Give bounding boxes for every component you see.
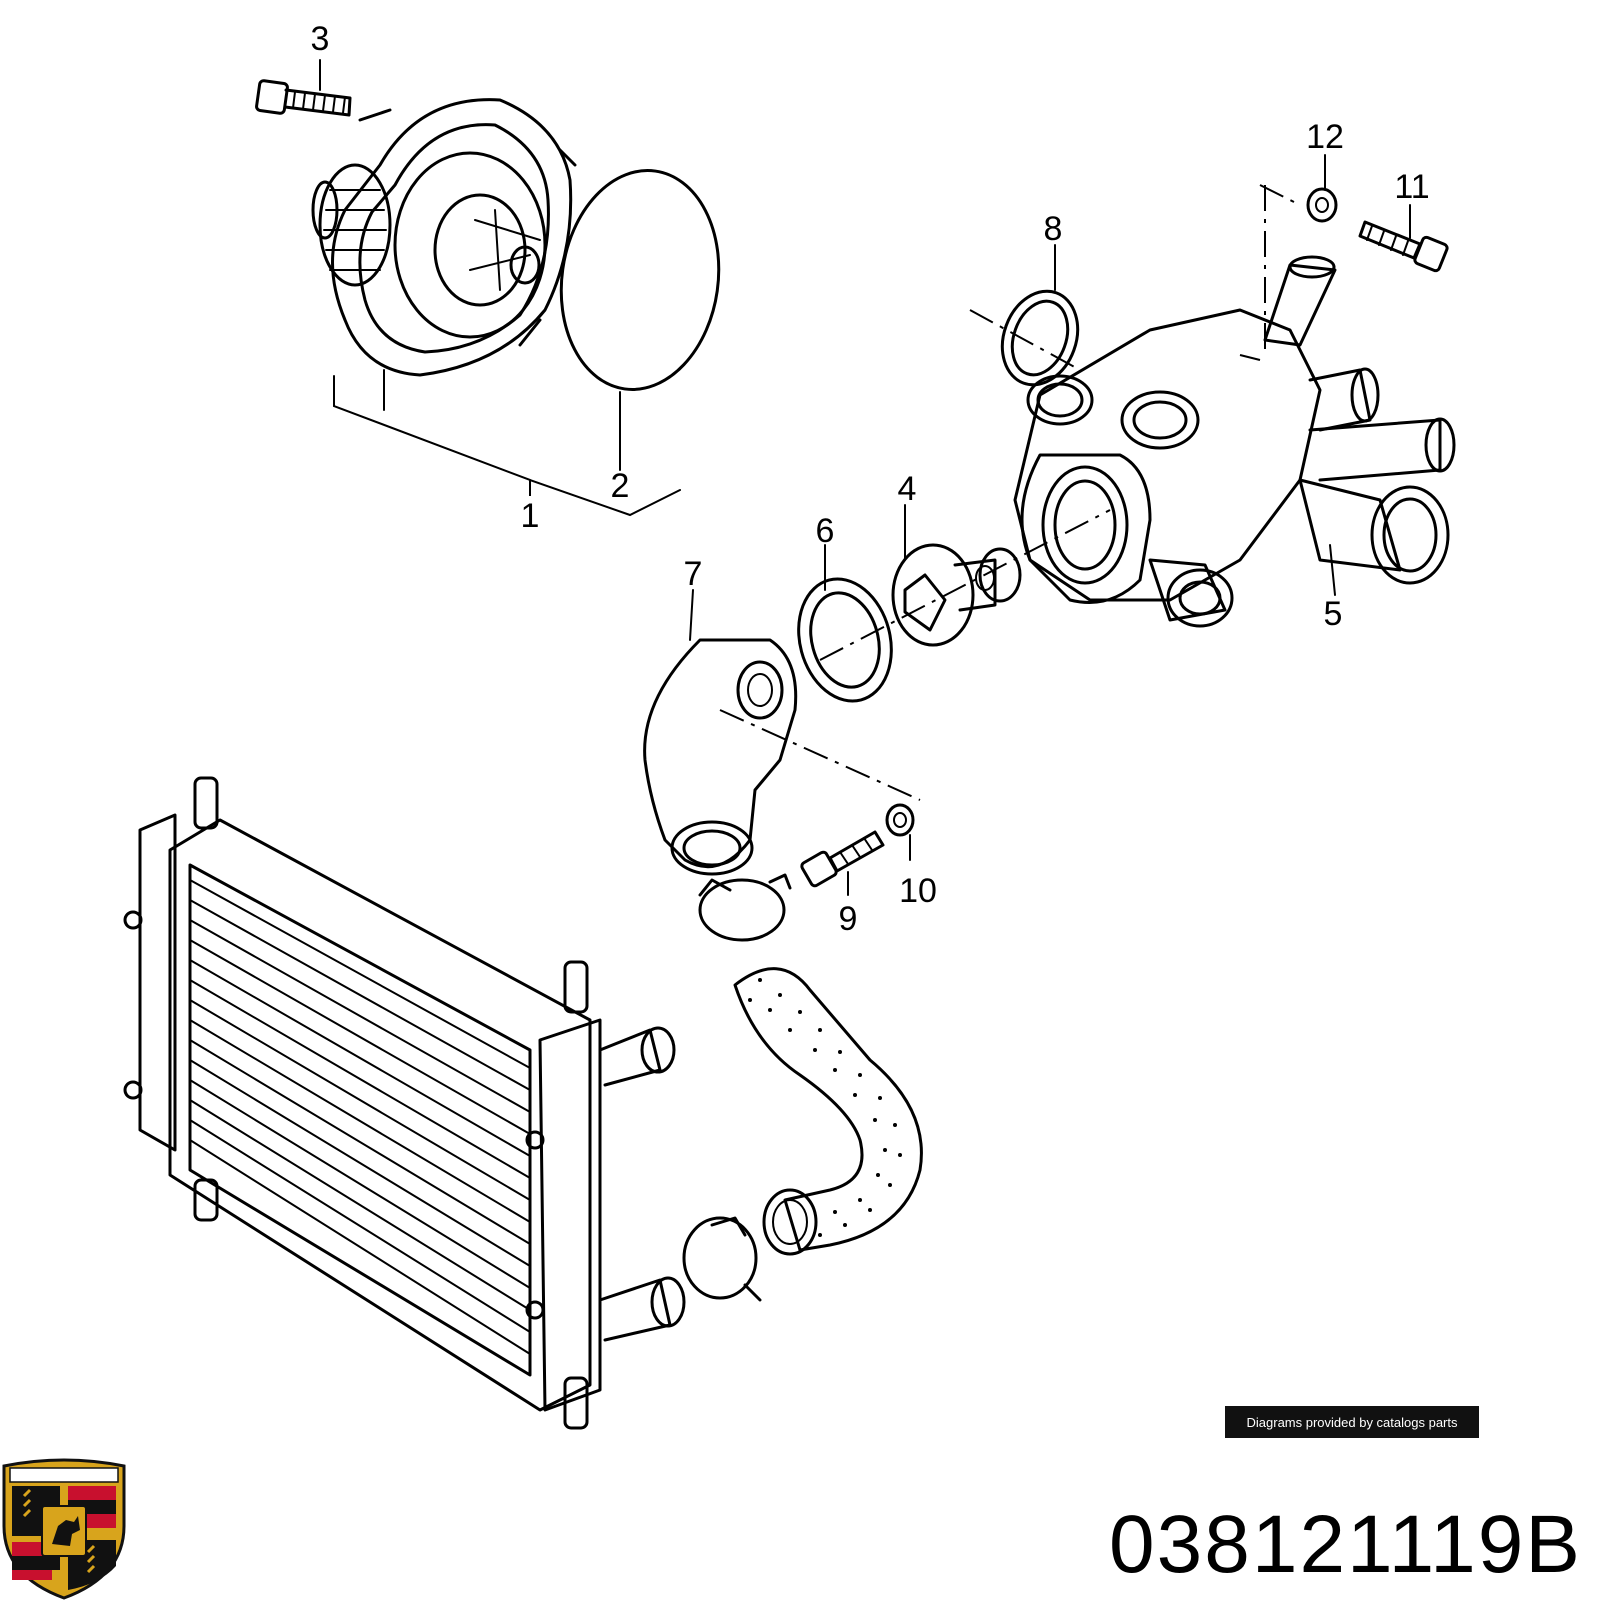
- water-pump: [311, 98, 577, 377]
- gasket-part-6: [797, 577, 893, 703]
- callout-7: 7: [684, 555, 703, 593]
- callout-6: 6: [816, 512, 835, 550]
- callout-11: 11: [1394, 168, 1429, 206]
- callout-5: 5: [1324, 595, 1343, 633]
- callout-10: 10: [899, 872, 937, 910]
- leader-lines: [319, 59, 1411, 896]
- gasket-part-8: [1000, 289, 1080, 387]
- elbow-pipe-part-7: [643, 638, 798, 876]
- washer-part-12: [1306, 187, 1338, 223]
- callout-9: 9: [839, 900, 858, 938]
- bolt-part-9: [800, 830, 885, 888]
- bolt-part-3: [255, 79, 352, 117]
- hose-clamp-upper: [698, 873, 792, 942]
- callout-4: 4: [898, 470, 917, 508]
- gasket-part-2: [559, 169, 721, 391]
- callout-12: 12: [1306, 118, 1344, 156]
- diagram-credit-label: Diagrams provided by catalogs parts: [1225, 1406, 1479, 1438]
- callout-2: 2: [611, 467, 630, 505]
- part-number: 038121119B: [1109, 1499, 1582, 1590]
- hose-clamp-lower: [682, 1216, 762, 1302]
- callout-3: 3: [311, 20, 330, 58]
- callout-1: 1: [521, 497, 540, 535]
- leader-lines-1-2: [333, 369, 681, 517]
- thermostat-part-4: [891, 543, 1022, 647]
- assembly-axes: [719, 184, 1301, 801]
- radiator: [123, 776, 686, 1430]
- coolant-hose: [733, 967, 923, 1256]
- porsche-crest-logo: [2, 1458, 126, 1600]
- callout-8: 8: [1044, 210, 1063, 248]
- washer-part-10: [885, 803, 915, 837]
- thermostat-housing: [1013, 255, 1456, 628]
- bolt-part-11: [1358, 220, 1449, 273]
